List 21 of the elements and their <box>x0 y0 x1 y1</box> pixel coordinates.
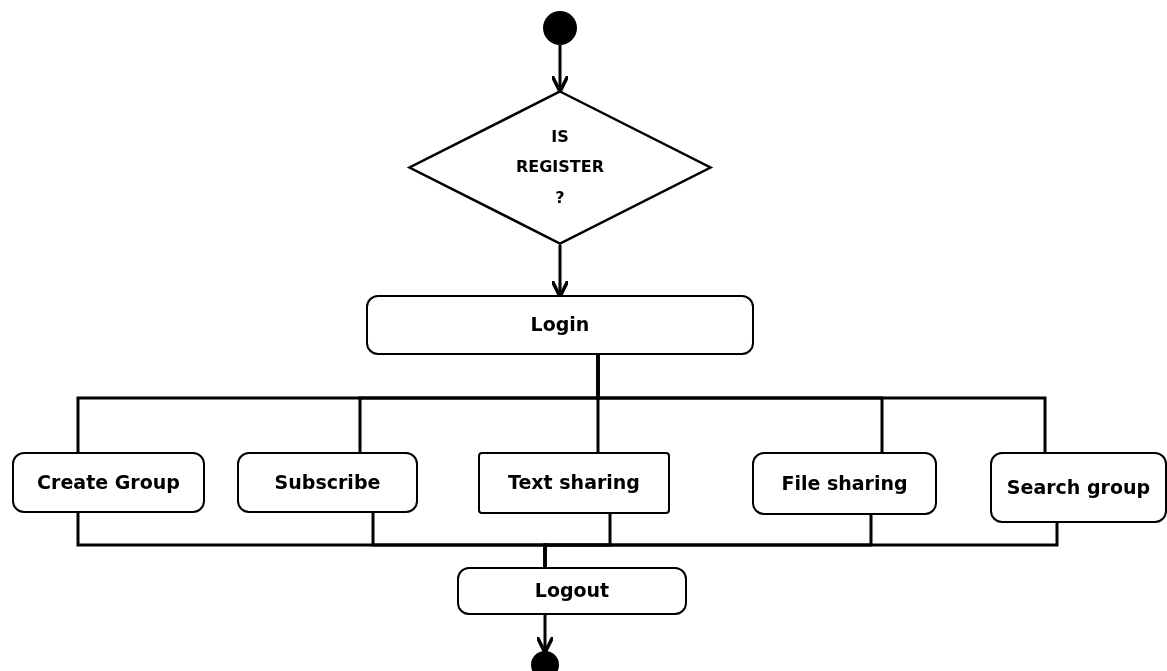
node-label: Search group <box>1006 474 1151 500</box>
arrow <box>550 45 570 94</box>
connector-line <box>596 355 1047 452</box>
process-box <box>366 295 754 355</box>
decision-diamond <box>408 90 712 245</box>
process-box <box>457 567 687 615</box>
node-label: Logout <box>534 578 610 604</box>
node-label: Text sharing <box>508 470 640 496</box>
process-box <box>12 452 205 513</box>
node-label: Create Group <box>37 469 180 495</box>
process-box <box>237 452 418 513</box>
node-label: IS REGISTER ? <box>515 125 605 209</box>
process-box <box>752 452 937 515</box>
node-label: Subscribe <box>274 469 381 495</box>
connector-line <box>543 523 1059 567</box>
start-node <box>543 11 577 45</box>
node-label: Login <box>530 312 590 338</box>
process-box <box>478 452 670 514</box>
end-node <box>531 651 559 671</box>
process-box <box>990 452 1167 523</box>
node-label: File sharing <box>781 470 908 496</box>
